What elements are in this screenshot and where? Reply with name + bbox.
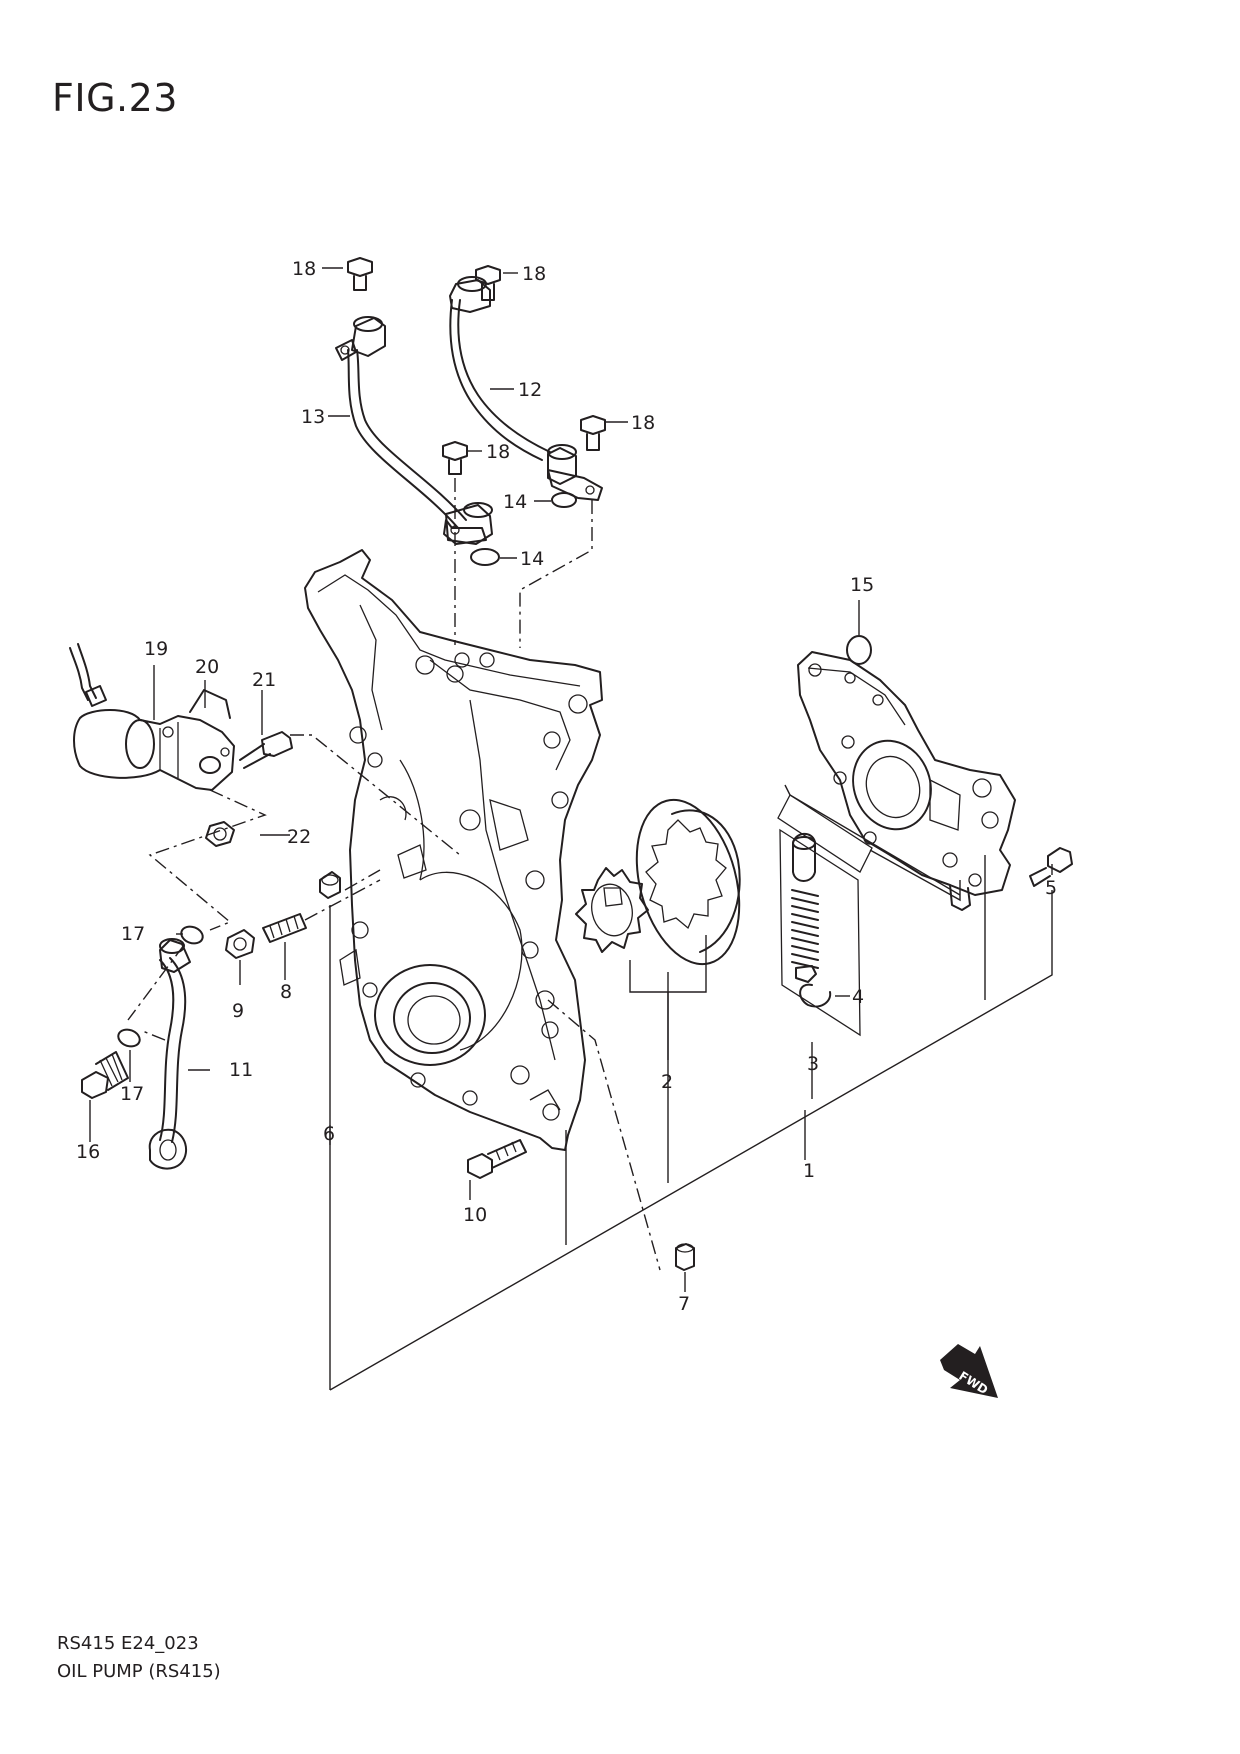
oil-control-valve-part (69, 643, 293, 847)
o-ring-part (117, 492, 872, 1048)
figure-title: FIG.23 (52, 76, 178, 120)
callout-19: 19 (144, 638, 168, 660)
callout-7: 7 (678, 1293, 690, 1315)
callout-18-top-left: 18 (292, 258, 316, 280)
callout-17-lower: 17 (120, 1083, 144, 1105)
callout-16: 16 (76, 1141, 100, 1163)
callout-5: 5 (1045, 877, 1057, 899)
nut-part (225, 929, 255, 959)
callout-13: 13 (301, 406, 325, 428)
callout-14-upper: 14 (503, 491, 527, 513)
callout-labels: 1 2 3 4 5 6 7 8 9 10 11 12 13 14 14 15 1… (76, 258, 1057, 1315)
callout-3: 3 (807, 1053, 819, 1075)
callout-21: 21 (252, 669, 276, 691)
oil-pump-cover-part (797, 651, 1016, 911)
union-bolt-part (81, 1051, 129, 1099)
callout-leader-lines (89, 267, 1053, 1391)
stud-bolt-part (262, 913, 307, 943)
front-cover-part (304, 549, 603, 1151)
callout-22: 22 (287, 826, 311, 848)
oil-pump-rotor-part (575, 798, 741, 966)
oil-pipe-11-part (148, 938, 191, 1170)
callout-18-right: 18 (631, 412, 655, 434)
callout-12: 12 (518, 379, 542, 401)
callout-20: 20 (195, 656, 219, 678)
callout-8: 8 (280, 981, 292, 1003)
callout-4: 4 (852, 986, 864, 1008)
callout-18-center: 18 (486, 441, 510, 463)
dowel-pin-part (675, 1243, 695, 1271)
callout-1: 1 (803, 1160, 815, 1182)
callout-11: 11 (229, 1059, 253, 1081)
flange-bolt-part (467, 1139, 527, 1179)
model-code: RS415 E24_023 (57, 1633, 199, 1654)
callout-14-lower: 14 (520, 548, 544, 570)
callout-17-upper: 17 (121, 923, 145, 945)
callout-9: 9 (232, 1000, 244, 1022)
callout-2: 2 (661, 1071, 673, 1093)
bolt-part (347, 257, 1073, 887)
callout-6: 6 (323, 1123, 335, 1145)
figure-name: OIL PUMP (RS415) (57, 1661, 221, 1682)
assembly-dashed-lines (127, 478, 661, 1271)
relief-valve-part (777, 794, 873, 1037)
callout-18-top-right: 18 (522, 263, 546, 285)
forward-direction-arrow: FWD (940, 1344, 998, 1398)
callout-15: 15 (850, 574, 874, 596)
callout-10: 10 (463, 1204, 487, 1226)
plug-part (319, 871, 341, 899)
oil-pipe-part (335, 276, 603, 545)
